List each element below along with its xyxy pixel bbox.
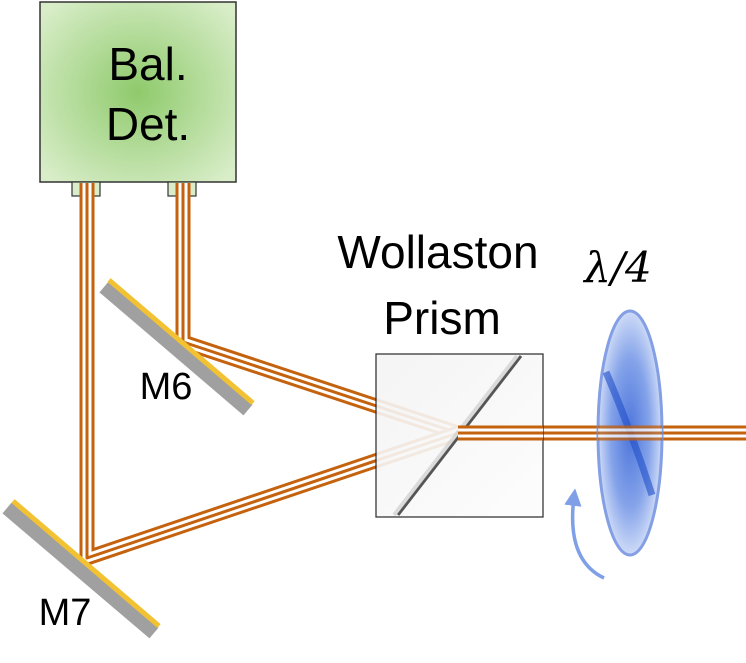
detector-label-line2: Det. <box>106 98 190 150</box>
detector-label-line1: Bal. <box>108 38 187 90</box>
waveplate-label: λ/4 <box>582 243 652 292</box>
mirror-m6-label: M6 <box>140 366 193 408</box>
balanced-detector: Bal. Det. <box>39 1 237 197</box>
beam-to-m7 <box>79 183 461 566</box>
mirror-m6: M6 <box>99 278 255 416</box>
mirror-m6-face <box>107 278 255 405</box>
detector-body <box>39 1 237 183</box>
wollaston-prism: Wollaston Prism <box>337 226 544 518</box>
mirror-m6-back <box>99 281 253 416</box>
mirror-m7-back <box>2 502 159 639</box>
rotation-arrow <box>564 488 605 580</box>
quarter-waveplate: λ/4 <box>564 243 664 580</box>
mirror-m7-face <box>11 499 161 628</box>
prism-label-line2: Prism <box>383 292 501 344</box>
mirror-m7: M7 <box>2 499 161 639</box>
prism-label-line1: Wollaston <box>337 226 538 278</box>
beam-paths <box>79 183 746 566</box>
mirror-m7-label: M7 <box>39 592 92 634</box>
